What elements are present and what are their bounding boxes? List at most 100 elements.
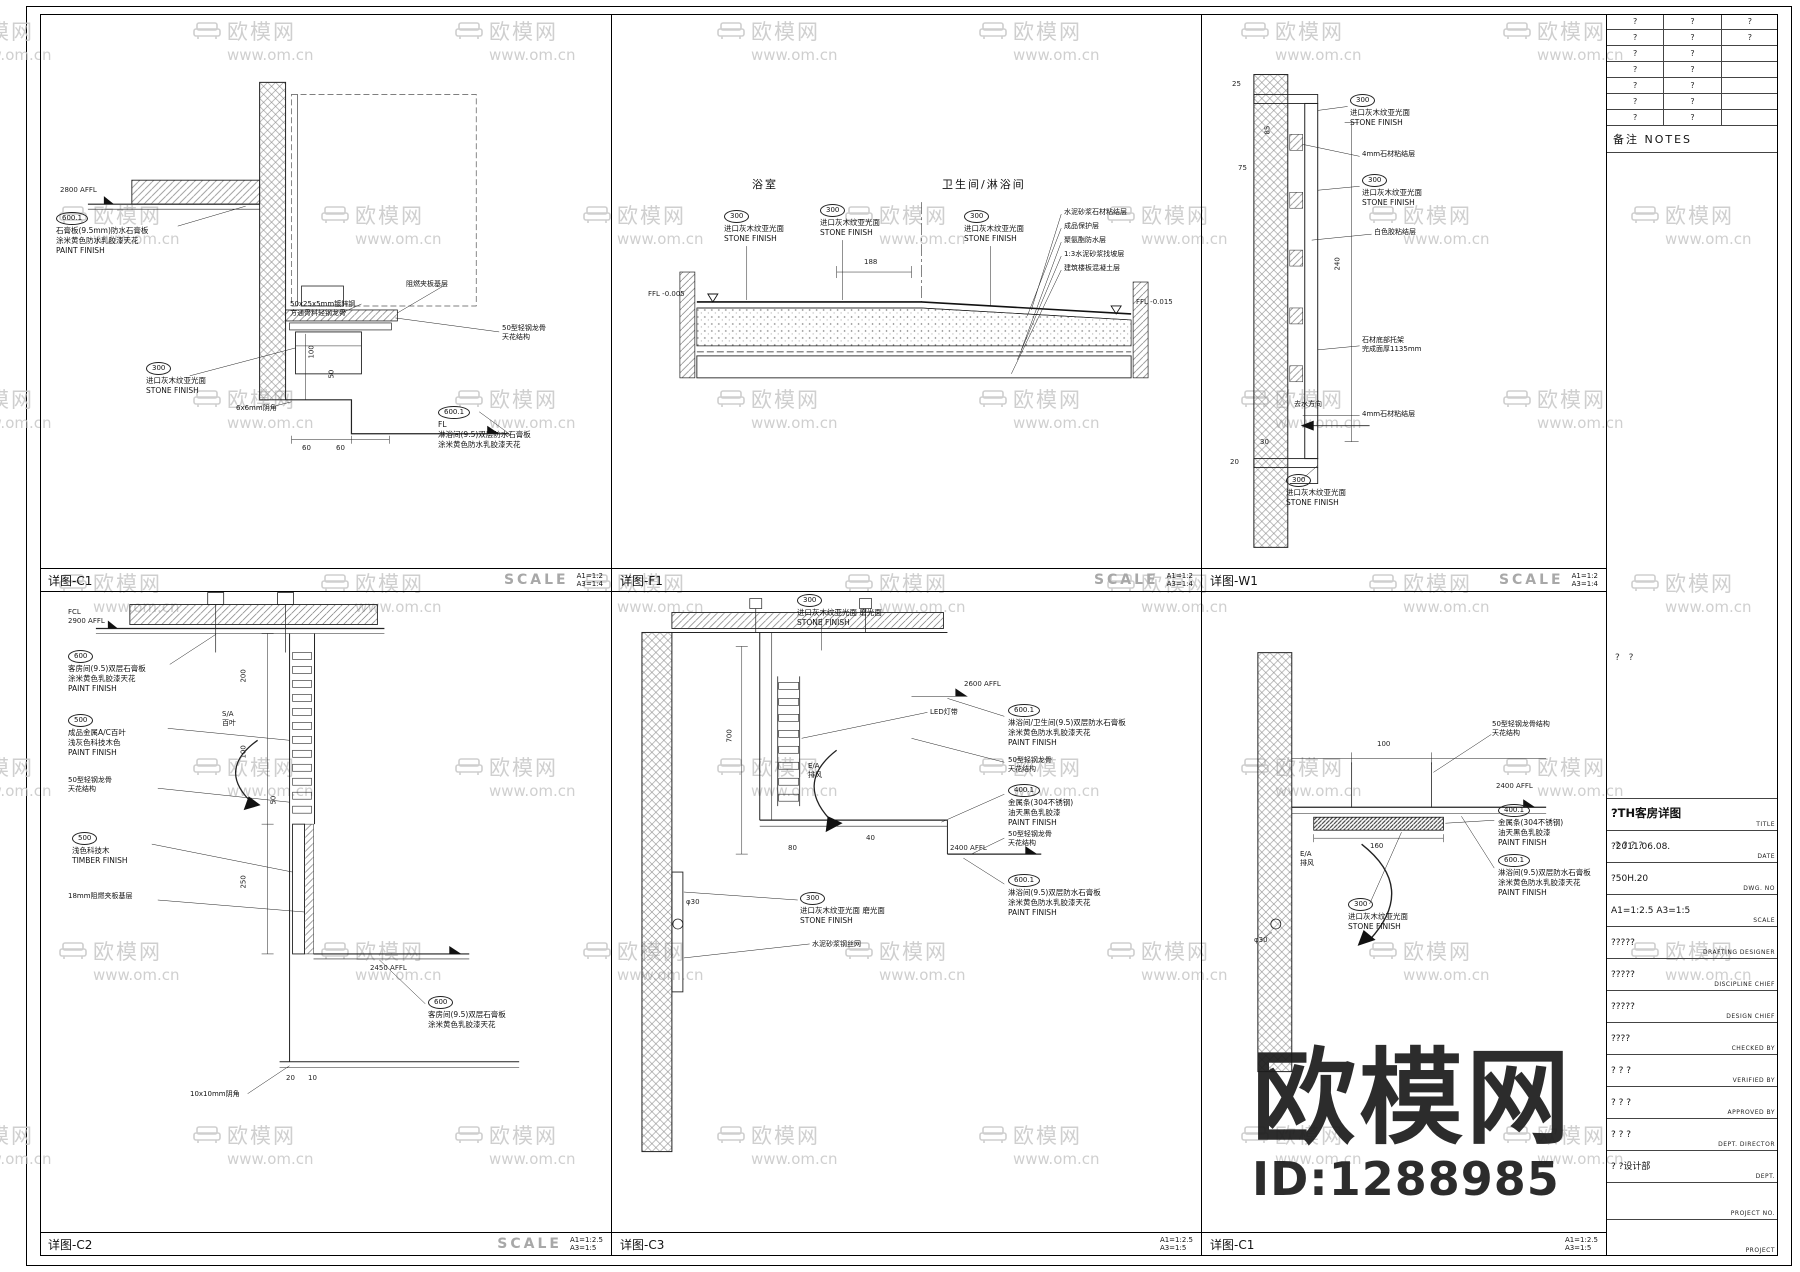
panel-title: 详图-C2 [48,1237,93,1252]
drawing-c3-linework [641,598,1042,1153]
scale-word: SCALE [1498,572,1564,588]
titleblock-row: ?????DISCIPLINE CHIEF [1607,958,1778,990]
notes-area: ? ? ???? [1607,153,1778,851]
annotation: 2800 AFFL [60,186,97,194]
annotation: 1:3水泥砂浆找坡层 [1064,250,1125,258]
annotation: φ30 [1254,936,1268,944]
titleblock-row: ?2011.06.08.DATE [1607,830,1778,862]
annotation: 2600 AFFL [964,680,1001,688]
notes-label: 备注 NOTES [1607,126,1778,153]
scale-word: SCALE [497,1236,562,1252]
annotation: 80 [788,844,797,852]
annotation: 85 [1263,125,1272,135]
scale-word: SCALE [1093,572,1159,588]
annotation: FFL -0.015 [1136,298,1173,306]
titleblock-row: ? ? ?DEPT. DIRECTOR [1607,1118,1778,1150]
annotation: 20 [286,1074,295,1082]
annotation: 188 [864,258,878,266]
titleblock-row: ?????DESIGN CHIEF [1607,990,1778,1022]
annotation: 聚氨酯防水层 [1064,236,1106,244]
annotation: 50x25x5mm镀锌钢方通骨料轻钢龙骨 [290,300,356,318]
annotation: 2450 AFFL [370,964,407,972]
annotation: 50型轻钢龙骨天花结构 [502,324,546,342]
annotation: 2400 AFFL [950,844,987,852]
titleblock-row: PROJECT NO. [1607,1182,1778,1219]
annotation: 250 [239,875,248,889]
revision-row: ?? [1607,78,1778,94]
annotation: 25 [1232,80,1241,88]
annotation: 2400 AFFL [1496,782,1533,790]
titleblock-row: ? ? ?VERIFIED BY [1607,1054,1778,1086]
annotation: 水泥砂浆钢丝网 [812,940,861,948]
annotation: 100 [1377,740,1391,748]
annotation: 240 [1333,257,1342,271]
annotation: 白色胶粘结层 [1374,228,1416,236]
panel-title: 详图-C3 [620,1237,665,1252]
annotation: 75 [1238,164,1247,172]
revision-row: ??? [1607,14,1778,30]
annotation: 卫生间/淋浴间 [942,178,1026,191]
drawing-c2-linework [95,592,520,1094]
annotation: 50 [269,795,278,805]
annotation: 成品保护层 [1064,222,1099,230]
annotation: 100 [307,345,316,359]
annotation: 30 [1260,438,1269,446]
titleblock-row: ?????DRAFTING DESIGNER [1607,926,1778,958]
annotation: 水泥砂浆石材粘结层 [1064,208,1127,216]
annotation: 700 [725,729,734,743]
annotation: 50 [327,369,336,379]
revision-row: ?? [1607,110,1778,126]
revision-row: ?? [1607,62,1778,78]
annotation: 6x6mm阴角 [236,404,277,412]
annotation: 4mm石材粘结层 [1362,410,1416,418]
annotation: 50型轻钢龙骨天花结构 [68,776,112,794]
annotation: 阻燃夹板基层 [406,280,448,288]
annotation: 20 [1230,458,1239,466]
revision-row: ??? [1607,30,1778,46]
